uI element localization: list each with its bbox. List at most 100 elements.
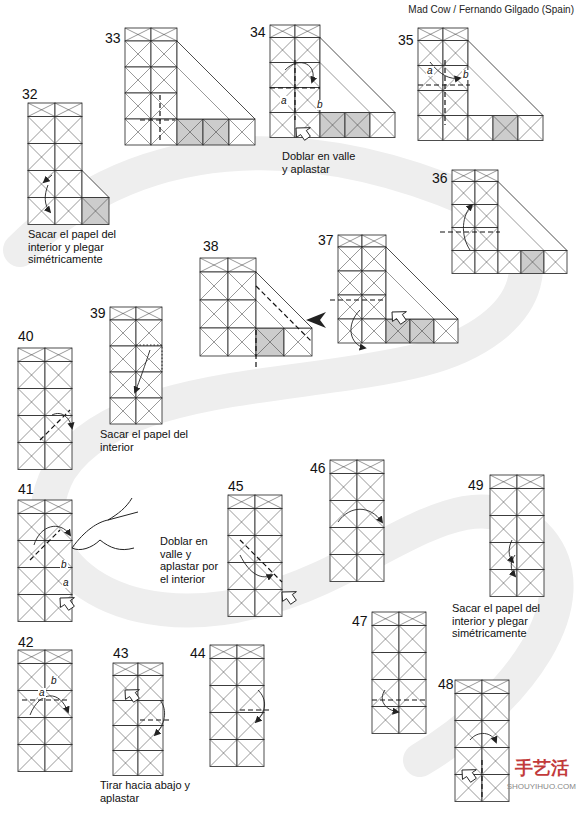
paper-cell	[151, 67, 177, 93]
crease-line	[228, 272, 256, 300]
paper-cell	[136, 320, 162, 346]
paper-cell	[443, 41, 468, 66]
crease-line	[110, 307, 136, 320]
paper-cell	[45, 691, 72, 718]
crease-line	[475, 182, 498, 205]
crease-line	[151, 67, 177, 93]
crease-line	[113, 663, 138, 676]
paper-cell	[386, 319, 410, 343]
crease-line	[357, 474, 384, 501]
fold-arrow	[285, 63, 313, 82]
crease-line	[517, 489, 544, 516]
fold-arrow	[511, 555, 515, 576]
crease-line	[418, 28, 443, 41]
paper-cell	[270, 113, 295, 138]
crease-line	[386, 319, 410, 343]
paper-cell	[45, 389, 72, 416]
crease-line	[210, 740, 237, 767]
crease-line	[493, 116, 518, 141]
crease-line	[418, 41, 443, 66]
crease-line	[443, 116, 468, 141]
crease-line	[518, 116, 543, 141]
paper-cell	[125, 119, 151, 145]
crease-line	[517, 475, 544, 489]
crease-line	[475, 228, 498, 251]
crease-line	[399, 626, 426, 653]
crease-line	[338, 247, 362, 271]
paper-cell	[490, 543, 517, 570]
paper-cell	[338, 247, 362, 271]
crease-line	[443, 41, 468, 66]
crease-line	[330, 555, 357, 582]
crease-line	[443, 28, 468, 41]
step-number: 37	[318, 232, 334, 248]
paper-cell	[18, 650, 45, 664]
paper-cell	[372, 612, 399, 626]
valley-fold	[440, 231, 500, 232]
crease-line	[151, 28, 177, 41]
crease-line	[418, 66, 443, 91]
crease-line	[45, 389, 72, 416]
crease-line	[490, 489, 517, 516]
paper-cell	[399, 626, 426, 653]
fold-arrow	[45, 185, 50, 212]
crease-line	[177, 119, 203, 145]
crease-line	[370, 113, 395, 138]
crease-line	[45, 362, 72, 389]
crease-line	[18, 541, 45, 568]
paper-cell	[320, 113, 345, 138]
crease-line	[45, 691, 72, 718]
paper-cell	[45, 416, 72, 443]
fold-arrow	[52, 413, 72, 428]
crease-line	[518, 116, 543, 141]
crease-line	[125, 93, 151, 119]
crease-line	[18, 500, 45, 514]
crease-line	[45, 389, 72, 416]
paper-cell	[151, 93, 177, 119]
crease-line	[443, 28, 468, 41]
crease-line	[386, 319, 410, 343]
crease-line	[517, 543, 544, 570]
crease-line	[521, 251, 544, 274]
crease-line	[45, 541, 72, 568]
crease-line	[452, 182, 475, 205]
crease-line	[138, 676, 163, 701]
crease-line	[330, 460, 357, 474]
paper-cell	[210, 713, 237, 740]
step-number: 42	[18, 634, 34, 650]
crease-line	[113, 663, 138, 676]
paper-cell	[125, 93, 151, 119]
push-arrow	[458, 763, 481, 785]
paper-cell	[255, 590, 282, 617]
crease-line	[357, 460, 384, 474]
crease-line	[45, 348, 72, 362]
step-number: 33	[105, 30, 121, 46]
crease-line	[18, 348, 45, 362]
crease-line	[228, 563, 255, 590]
crease-line	[28, 171, 55, 198]
crease-line	[362, 247, 386, 271]
point-letter: b	[316, 100, 324, 110]
paper-cell	[55, 117, 82, 144]
paper-cell	[138, 751, 163, 776]
crease-line	[125, 67, 151, 93]
fold-arrow	[44, 175, 52, 182]
crease-line	[55, 198, 82, 225]
valley-fold	[40, 410, 70, 440]
crease-line	[345, 113, 370, 138]
crease-line	[482, 694, 509, 721]
crease-line	[284, 328, 312, 356]
paper-cell	[330, 528, 357, 555]
paper-cell	[295, 25, 320, 38]
paper-cell	[110, 320, 136, 346]
crease-line	[18, 718, 45, 745]
crease-line	[28, 198, 55, 225]
crease-line	[399, 707, 426, 734]
paper-cell	[45, 348, 72, 362]
crease-line	[372, 707, 399, 734]
paper-cell	[475, 228, 498, 251]
crease-line	[228, 258, 256, 272]
push-arrow	[121, 683, 144, 705]
crease-line	[357, 528, 384, 555]
crease-line	[256, 328, 284, 356]
